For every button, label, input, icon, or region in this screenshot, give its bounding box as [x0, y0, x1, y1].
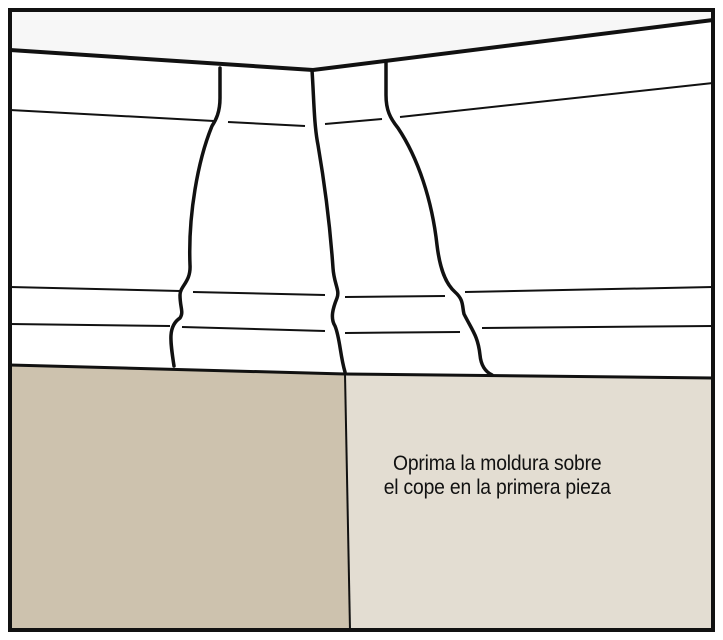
left-cope-profile [169, 66, 222, 368]
instruction-caption: Oprima la moldura sobre el cope en la pr… [350, 452, 644, 500]
right-molding-profile-lines [324, 82, 714, 334]
caption-line-2: el cope en la primera pieza [383, 476, 611, 499]
left-wall [10, 365, 350, 630]
diagram-frame [8, 8, 715, 632]
center-cope-profile [310, 68, 347, 374]
left-molding-profile-lines [9, 109, 326, 332]
crown-molding [10, 20, 713, 378]
wall-corner-line [344, 373, 351, 631]
caption-line-1: Oprima la moldura sobre [393, 452, 602, 475]
ceiling [10, 10, 713, 70]
right-wall [345, 374, 713, 630]
right-cope-profile [384, 60, 494, 377]
